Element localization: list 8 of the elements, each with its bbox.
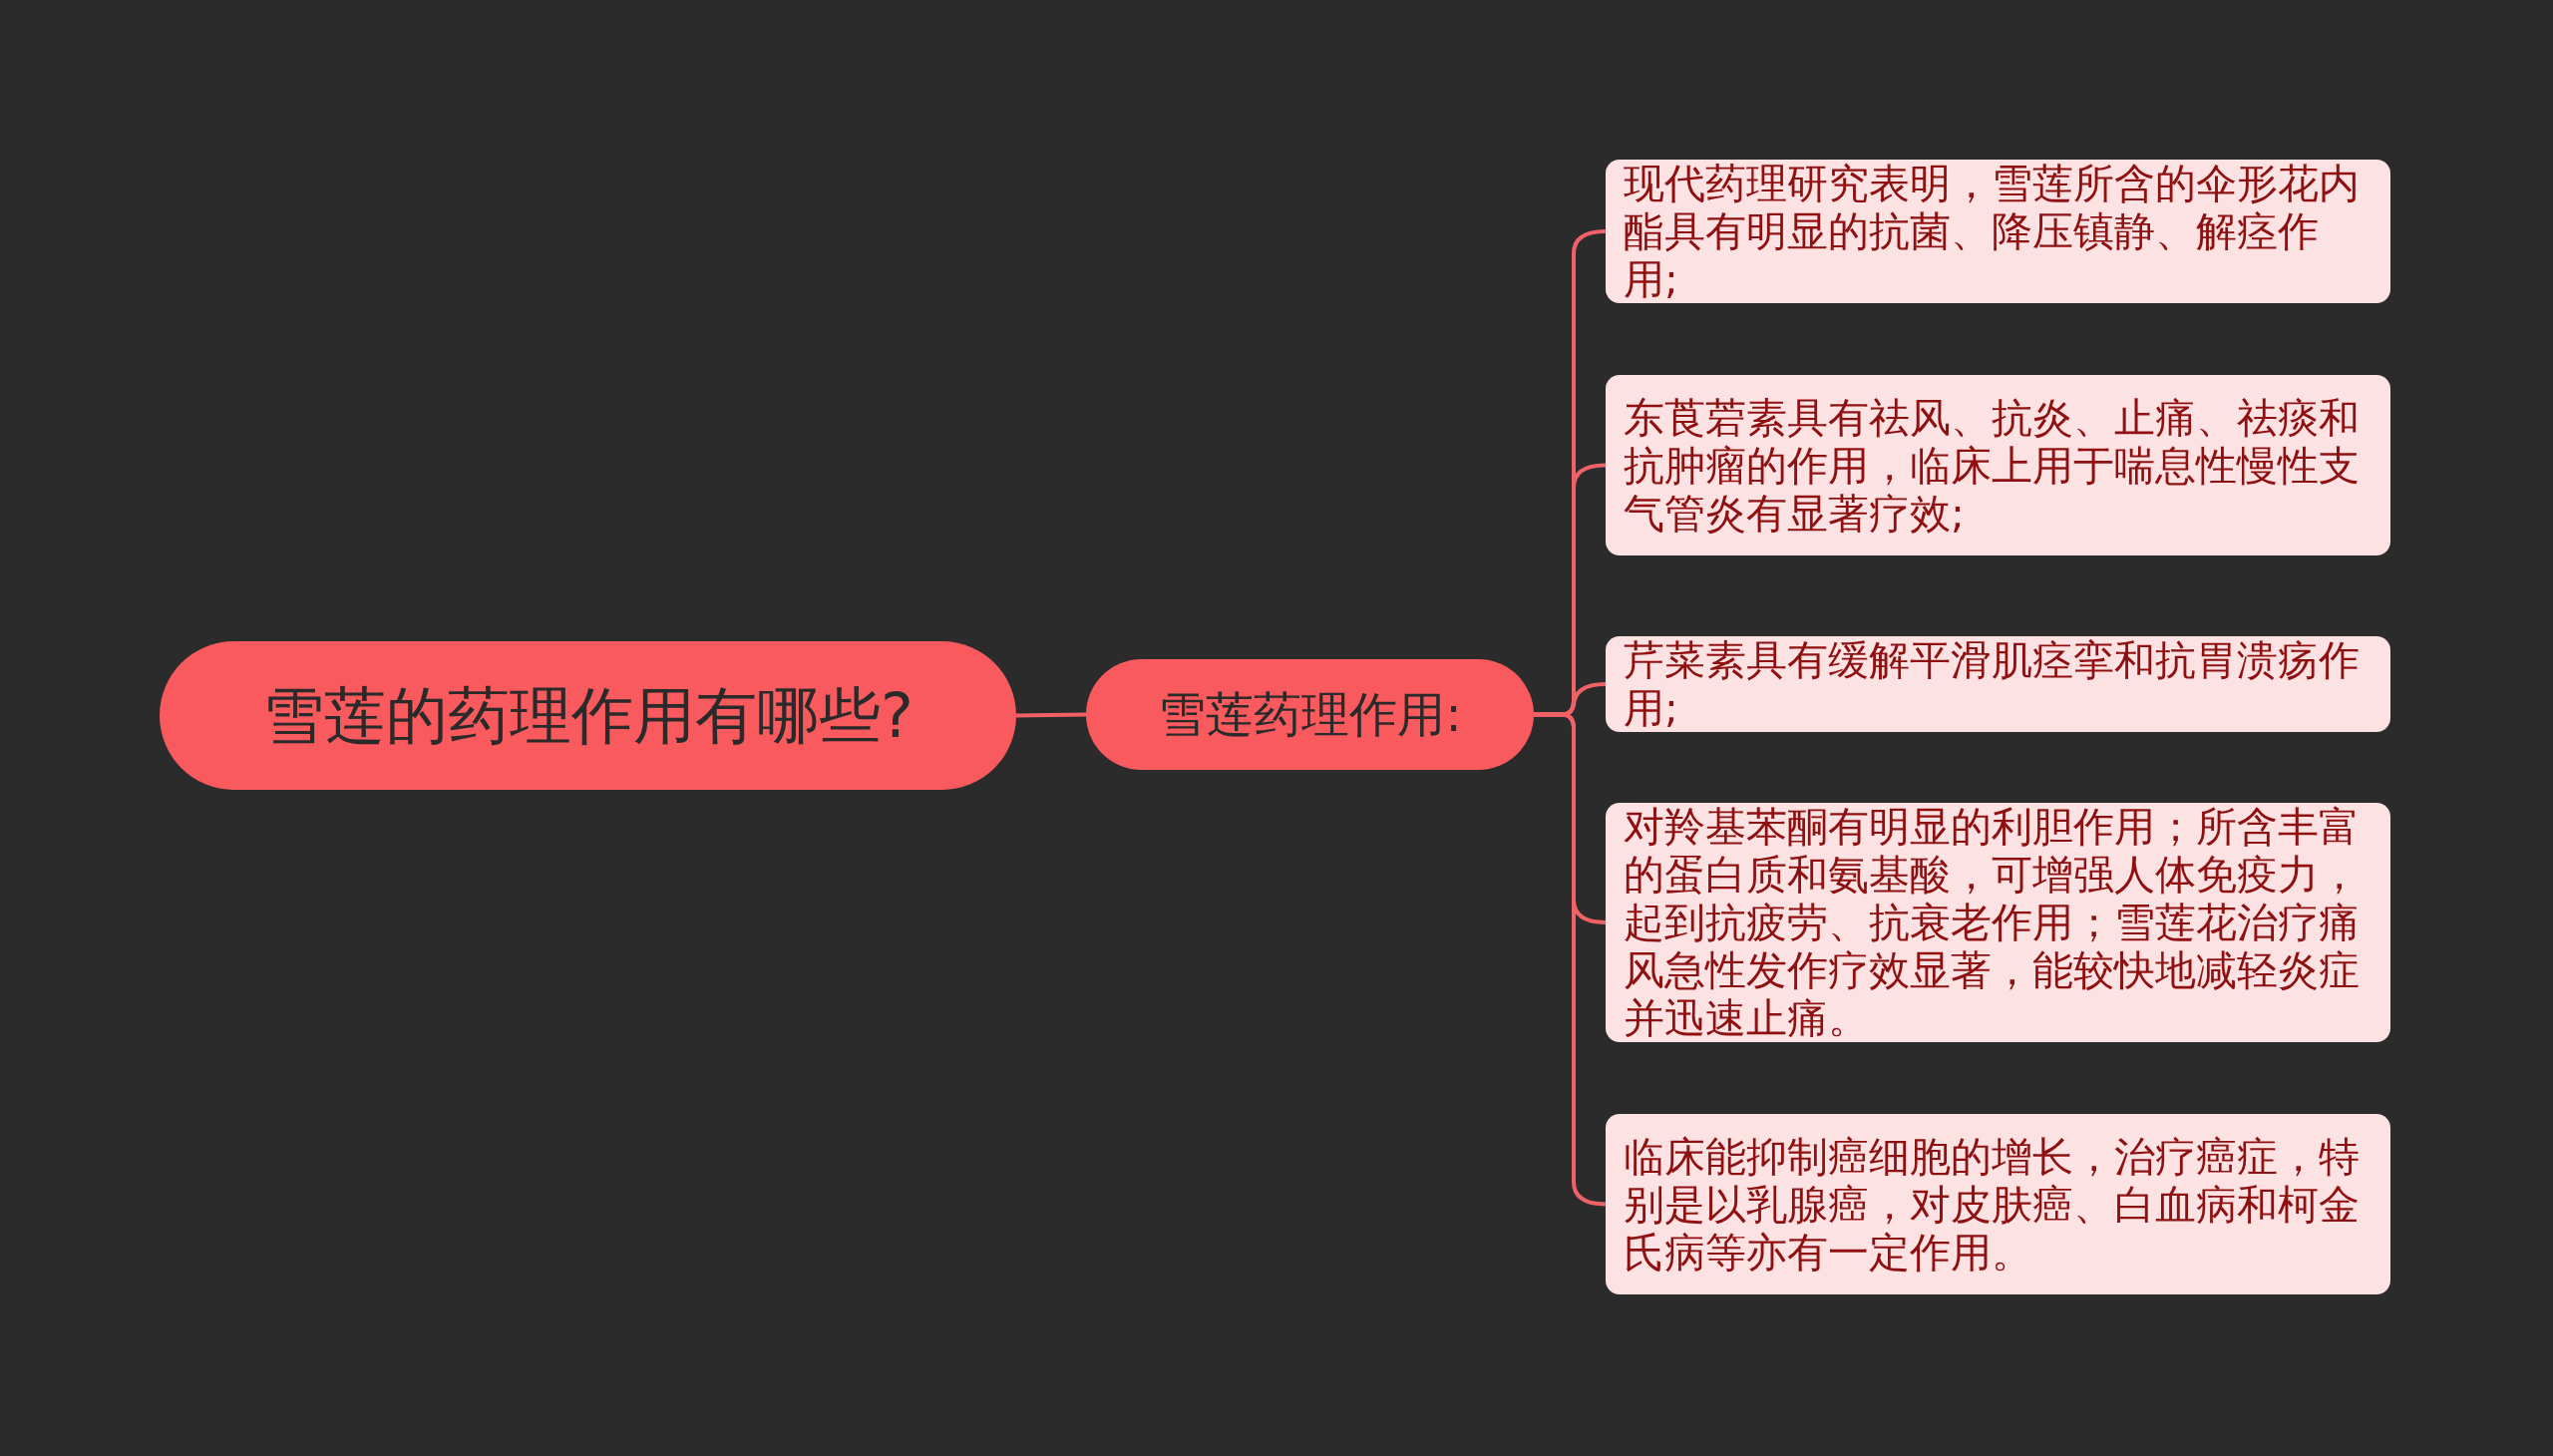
text-box: 芹菜素具有缓解平滑肌痉挛和抗胃溃疡作用; — [1606, 636, 2390, 732]
text-box: 现代药理研究表明，雪莲所含的伞形花内酯具有明显的抗菌、降压镇静、解痉作用; — [1606, 160, 2390, 303]
text-box: 临床能抑制癌细胞的增长，治疗癌症，特别是以乳腺癌，对皮肤癌、白血病和柯金氏病等亦有一定作用。 — [1606, 1114, 2390, 1294]
subtopic-pill: 雪莲药理作用: — [1086, 659, 1534, 770]
text-box: 对羚基苯酮有明显的利胆作用；所含丰富的蛋白质和氨基酸，可增强人体免疫力，起到抗疲劳、抗衰老作用；雪莲花治疗痛风急性发作疗效显著，能较快地减轻炎症并迅速止痛。 — [1606, 803, 2390, 1042]
text-box: 东莨菪素具有祛风、抗炎、止痛、祛痰和抗肿瘤的作用，临床上用于喘息性慢性支气管炎有显著疗效; — [1606, 375, 2390, 555]
topic-pill: 雪莲的药理作用有哪些? — [160, 641, 1016, 790]
connector-line — [1015, 712, 1087, 718]
